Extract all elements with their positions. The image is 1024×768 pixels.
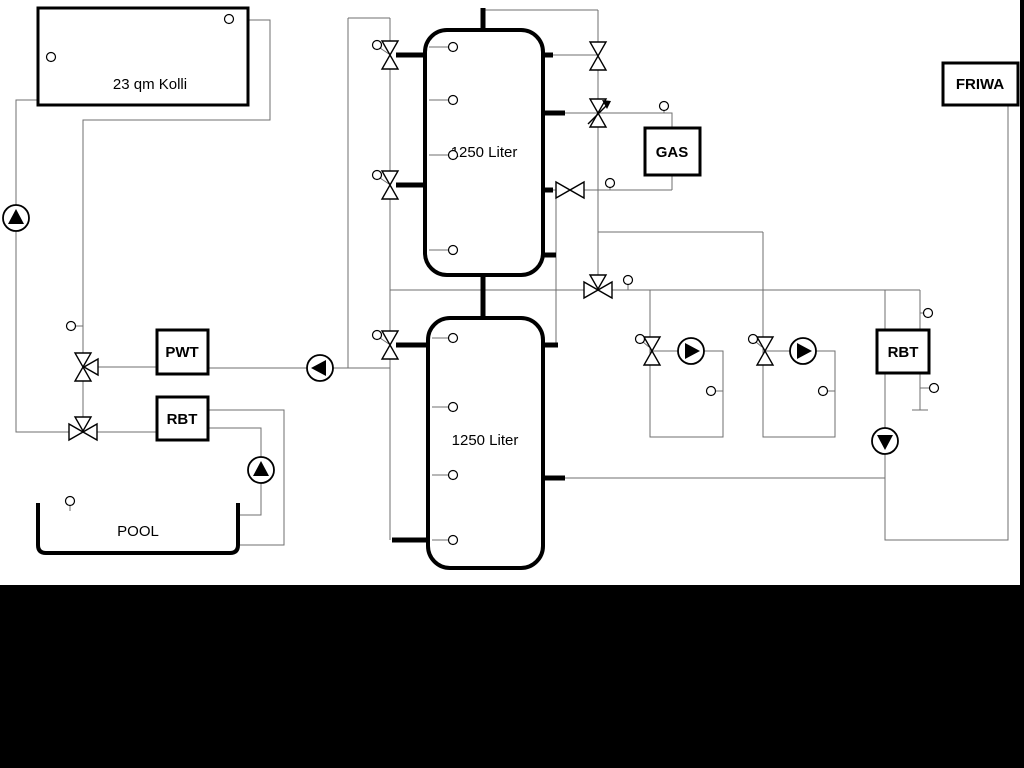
pipes [15,9,1009,546]
rbt-left-box: RBT [155,395,210,442]
rbt-right-outline [875,328,931,375]
bottom-black-bar [0,585,1024,768]
gas-boiler-box: GAS [643,126,702,177]
valve-icon-tank2-upper [381,330,399,360]
sensor-icon-tank2-1 [447,332,459,344]
pipe-solar-return [15,99,70,433]
pipe-solar-flow [82,19,271,354]
rbt-right-box: RBT [875,328,931,375]
tank2-label: 1250 Liter [452,432,519,449]
collector-outline [36,6,250,107]
friwa-outline [941,61,1020,107]
sensor-icon-tank2-2 [447,401,459,413]
friwa-label: FRIWA [956,76,1004,93]
valve-icon-gas-return [555,181,585,199]
gas-outline [643,126,702,177]
diagram-canvas: 23 qm Kolli 1250 Liter 1250 Liter PWT RB… [2,6,1020,570]
three-way-valve-icon-pwt [74,352,99,382]
rbt-right-label: RBT [888,344,919,361]
sensor-icon-gas-return [604,177,616,189]
sensor-icon-tank1-1 [447,41,459,53]
valve-icon-top-right [589,41,607,71]
pump-icon-pool [247,456,275,484]
sensor-icon-tank2-4 [447,534,459,546]
sensor-icon-collector-top [223,13,235,25]
sensor-icon-valve1 [371,39,383,51]
pipe-loopB-feed [598,231,764,351]
sensor-icon-tank1-4 [447,244,459,256]
sensor-icon-tank1-3 [447,149,459,161]
pwt-outline [155,328,210,376]
pipe-riser-left [347,17,390,368]
three-way-valve-icon-distribution [583,274,613,299]
tank2-outline [426,316,545,570]
pump-icon-rbt-right [871,427,899,455]
sensor-icon-loopA-valve [634,333,646,345]
friwa-box: FRIWA [941,61,1020,107]
buffer-tank-1: 1250 Liter [423,28,545,277]
three-way-valve-icon-rbt [68,416,98,441]
right-black-edge [1020,0,1024,585]
tank-sensor-stems [429,46,448,541]
collector-label: 23 qm Kolli [113,76,187,93]
valve-icon-tank1-upper [381,40,399,70]
solar-collector-box: 23 qm Kolli [36,6,250,107]
sensor-icon-rbt-bottom [928,382,940,394]
pipe-gas-flow [565,112,673,128]
sensor-icon-tank1-2 [447,94,459,106]
pool-label: POOL [117,523,159,540]
pump-icon-pwt [306,354,334,382]
sensor-icon-pool [64,495,76,507]
tank1-outline [423,28,545,277]
valve-icon-tank1-lower [381,170,399,200]
sensor-icon-collector-left [45,51,57,63]
tank-sensors [429,41,459,546]
rbt-left-outline [155,395,210,442]
sensor-icon-loopB-valve [747,333,759,345]
hydraulic-schematic: 23 qm Kolli 1250 Liter 1250 Liter PWT RB… [2,6,1020,570]
pump-icon-loopA [677,337,705,365]
pipe-friwa [884,105,1009,541]
pump-icon-solar [2,204,30,232]
pwt-label: PWT [165,344,198,361]
tank-stubs [392,8,565,543]
sensor-icon-valve3 [371,329,383,341]
sensor-icon-solar-line [65,320,77,332]
pool-outline [36,503,240,555]
sensor-icon-gas-flow [658,100,670,112]
sensor-icon-loopA-return [705,385,717,397]
buffer-tank-2: 1250 Liter [426,316,545,570]
rbt-left-label: RBT [167,411,198,428]
pump-icon-loopB [789,337,817,365]
sensor-icon-tank2-3 [447,469,459,481]
pwt-box: PWT [155,328,210,376]
sensor-icon-distribution [622,274,634,286]
sensor-icon-rbt-top [922,307,934,319]
gas-label: GAS [656,144,689,161]
pool: POOL [36,503,240,555]
sensor-icon-valve2 [371,169,383,181]
tank1-label: 1250 Liter [451,144,518,161]
sensor-icon-loopB-return [817,385,829,397]
